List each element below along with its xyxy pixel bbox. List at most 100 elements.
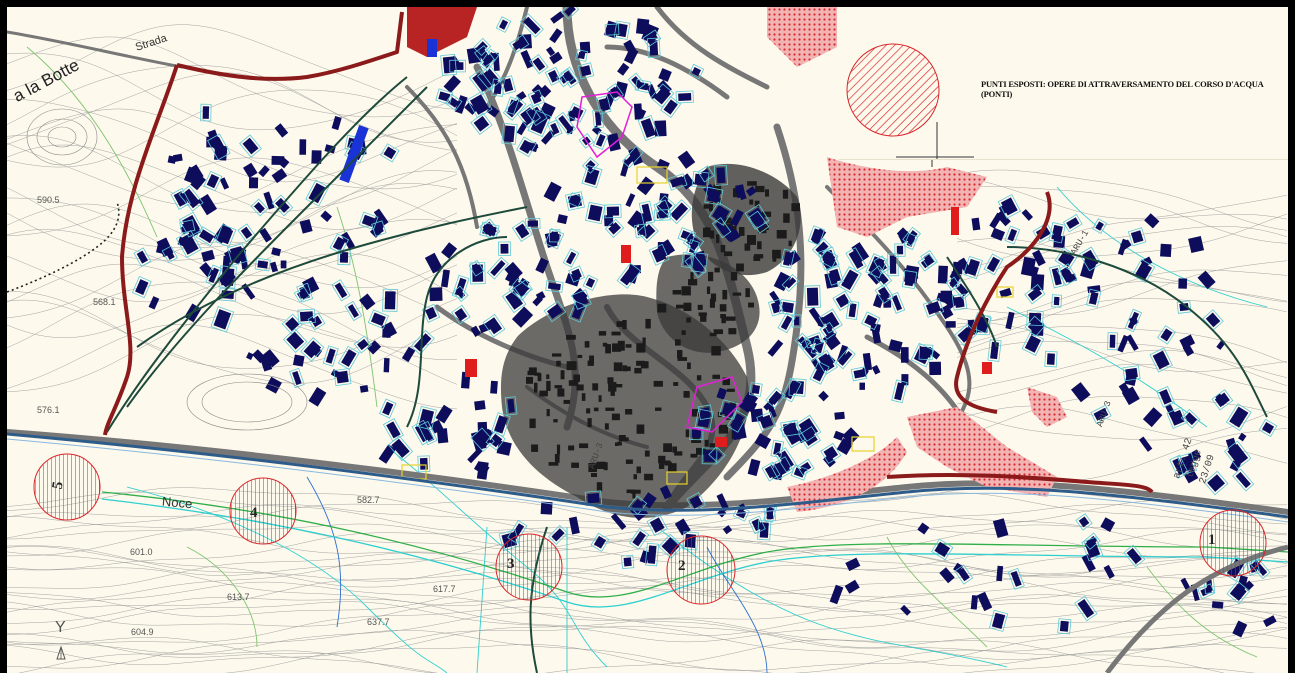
building-outline bbox=[478, 48, 500, 72]
building bbox=[726, 229, 741, 243]
contour-line bbox=[956, 326, 1288, 364]
building-outline bbox=[410, 329, 435, 355]
building bbox=[382, 401, 394, 416]
building-outline bbox=[850, 366, 868, 382]
building-outline bbox=[1149, 347, 1173, 373]
core-block bbox=[573, 374, 580, 382]
building bbox=[474, 400, 486, 411]
building-outline bbox=[215, 223, 237, 248]
building bbox=[511, 306, 534, 328]
core-block bbox=[589, 355, 594, 365]
exposed-point-circle-2[interactable] bbox=[666, 535, 736, 605]
core-block bbox=[546, 380, 551, 391]
core-block bbox=[644, 450, 650, 457]
building bbox=[594, 112, 602, 126]
exposed-point-circle-4[interactable] bbox=[229, 477, 297, 545]
building bbox=[442, 56, 455, 74]
core-block bbox=[584, 341, 590, 348]
exposed-point-circle-3[interactable] bbox=[495, 533, 563, 601]
building-outline bbox=[655, 195, 676, 216]
building-outline bbox=[333, 368, 352, 387]
building-outline bbox=[415, 405, 437, 431]
exposed-point-circle-5[interactable] bbox=[33, 453, 101, 521]
building bbox=[659, 485, 672, 500]
core-block bbox=[630, 489, 641, 494]
building bbox=[543, 181, 562, 202]
building bbox=[1086, 535, 1098, 547]
contour-lines bbox=[7, 24, 1288, 673]
building bbox=[269, 261, 279, 273]
building bbox=[435, 404, 453, 424]
study-area-boundary bbox=[103, 11, 1154, 494]
building bbox=[548, 70, 560, 83]
exposed-point-circle-1[interactable] bbox=[1199, 509, 1267, 577]
building-outline bbox=[637, 114, 659, 142]
building bbox=[285, 317, 300, 332]
building-outline bbox=[582, 274, 599, 291]
building bbox=[1142, 407, 1163, 428]
building-outline bbox=[227, 243, 248, 266]
building bbox=[206, 174, 220, 189]
building-outline bbox=[571, 289, 592, 310]
contour-line bbox=[7, 637, 1256, 673]
building bbox=[1152, 350, 1170, 370]
building bbox=[302, 276, 320, 295]
building-outline bbox=[638, 200, 655, 225]
building bbox=[557, 214, 568, 225]
building bbox=[587, 492, 600, 504]
building bbox=[691, 429, 701, 438]
building-outline bbox=[650, 83, 675, 108]
building-outline bbox=[1024, 315, 1046, 337]
building-outline bbox=[504, 96, 520, 115]
contour-line bbox=[956, 298, 1288, 346]
contour-line bbox=[7, 577, 1288, 619]
building bbox=[587, 204, 603, 222]
building-outline bbox=[1169, 454, 1189, 479]
building-outline bbox=[902, 226, 922, 247]
building bbox=[1024, 264, 1039, 277]
building bbox=[970, 595, 979, 610]
building-outline bbox=[791, 314, 802, 328]
building bbox=[467, 447, 483, 464]
core-block bbox=[615, 442, 619, 446]
building bbox=[800, 461, 812, 473]
core-block bbox=[772, 257, 777, 262]
contour-line bbox=[956, 169, 1288, 231]
building bbox=[373, 208, 389, 226]
building-outline bbox=[1123, 544, 1146, 568]
building-outline bbox=[837, 266, 862, 294]
building-outline bbox=[604, 23, 620, 36]
core-block bbox=[754, 200, 760, 207]
building bbox=[505, 290, 524, 310]
building bbox=[783, 422, 797, 435]
building bbox=[1205, 312, 1221, 328]
core-block bbox=[640, 361, 649, 369]
building-outline bbox=[592, 109, 604, 129]
building-outline bbox=[1203, 470, 1229, 496]
topographic-map bbox=[7, 7, 1288, 673]
building-outline bbox=[544, 228, 565, 250]
building bbox=[1027, 287, 1043, 301]
building-outline bbox=[239, 134, 262, 158]
building bbox=[722, 525, 733, 535]
building bbox=[689, 495, 703, 509]
building bbox=[486, 105, 500, 118]
building bbox=[490, 380, 498, 394]
building bbox=[812, 364, 827, 382]
building bbox=[767, 403, 777, 419]
building bbox=[751, 384, 761, 395]
building bbox=[1207, 474, 1226, 492]
building-outline bbox=[545, 279, 564, 293]
building bbox=[838, 351, 853, 366]
building-outline bbox=[903, 232, 919, 251]
building-outline bbox=[577, 62, 595, 80]
building-outline bbox=[780, 419, 800, 438]
building bbox=[888, 339, 903, 353]
building bbox=[627, 210, 645, 229]
planning-boundaries bbox=[106, 76, 1268, 673]
building-outline bbox=[567, 192, 583, 208]
contour-line bbox=[7, 324, 458, 410]
map-canvas[interactable]: PUNTI ESPOSTI: OPERE DI ATTRAVERSAMENTO … bbox=[7, 7, 1288, 673]
core-block bbox=[593, 407, 599, 412]
